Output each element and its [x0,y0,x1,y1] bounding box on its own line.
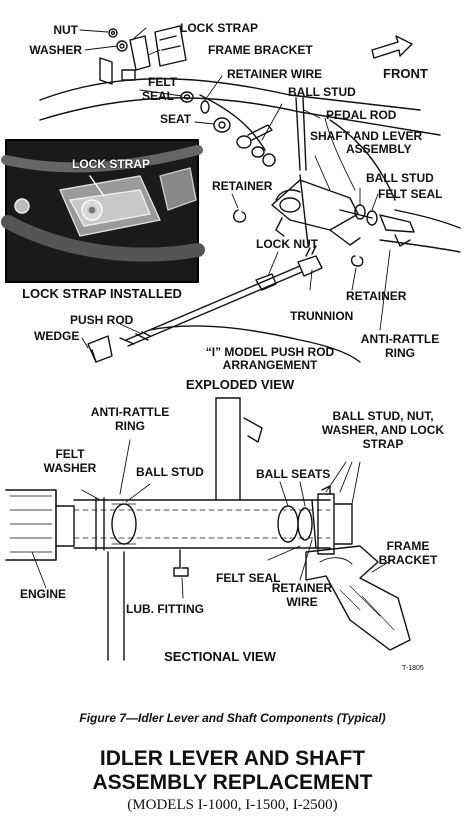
label-anti-rattle-ring-sec-2: RING [115,419,145,433]
label-shaft-lever-2: ASSEMBLY [346,142,412,156]
label-lub-fitting: LUB. FITTING [126,602,204,616]
leader-lines-sectional [31,439,393,599]
label-sectional-view: SECTIONAL VIEW [164,649,276,664]
label-felt-seal-right: FELT SEAL [378,187,443,201]
label-ball-stud-nut-3: STRAP [362,437,404,451]
label-i-model-2: ARRANGEMENT [222,358,318,372]
wedge-part [87,335,113,363]
retainer-left [233,209,247,223]
label-anti-rattle-ring-top-1: ANTI-RATTLE [360,332,440,346]
felt-seal-part [180,91,210,114]
leader-lines-exploded [79,27,391,349]
sectional-view-drawing [5,397,411,661]
label-frame-bracket: FRAME BRACKET [208,43,313,57]
label-i-model-1: “I” MODEL PUSH ROD [205,345,335,359]
label-engine: ENGINE [20,587,67,601]
label-ball-stud-nut-2: WASHER, AND LOCK [321,423,445,437]
label-felt-seal-top-2: SEAL [142,89,175,103]
label-exploded-view: EXPLODED VIEW [185,377,295,392]
page-subtitle: (MODELS I-1000, I-1500, I-2500) [127,797,338,813]
seat-parts [213,117,276,167]
label-ball-stud-nut-1: BALL STUD, NUT, [332,409,434,423]
label-trunnion: TRUNNION [290,309,354,323]
label-frame-bracket-sec-2: BRACKET [378,553,438,567]
label-ball-stud-right: BALL STUD [366,171,434,185]
label-ball-stud-sec: BALL STUD [136,465,204,479]
label-ref-code: T-1805 [402,665,424,672]
label-seat: SEAT [160,112,192,126]
label-retainer-left: RETAINER [212,179,273,193]
label-ball-stud-top: BALL STUD [288,85,356,99]
label-front: FRONT [383,66,428,81]
frame-bracket-part [99,25,187,85]
trunnion-part [255,245,364,291]
label-inset-lock-strap: LOCK STRAP [72,157,150,171]
frame-outline [39,78,461,253]
label-retainer-wire: RETAINER WIRE [227,67,323,81]
label-felt-washer-1: FELT [55,447,85,461]
label-push-rod: PUSH ROD [70,313,134,327]
label-felt-washer-2: WASHER [43,461,97,475]
label-lock-strap-installed: LOCK STRAP INSTALLED [22,286,182,301]
label-wedge: WEDGE [34,329,80,343]
label-lock-strap: LOCK STRAP [180,21,258,35]
label-retainer-wire-sec-1: RETAINER [271,581,333,595]
label-nut: NUT [53,23,78,37]
label-ball-seats: BALL SEATS [256,467,331,481]
label-washer: WASHER [29,43,82,57]
label-anti-rattle-ring-top-2: RING [385,346,415,360]
lock-strap-inset [1,139,205,283]
i-model-bracket [149,325,361,363]
ball-stud-right [354,204,415,247]
push-rod-part [119,265,303,347]
label-retainer-lower: RETAINER [346,289,407,303]
pedal-rod-part [295,97,309,246]
label-felt-seal-top-1: FELT [148,75,178,89]
figure-caption: Figure 7—Idler Lever and Shaft Component… [79,711,386,725]
front-arrow-icon [371,35,413,59]
label-shaft-lever-1: SHAFT AND LEVER [310,129,423,143]
label-frame-bracket-sec-1: FRAME [386,539,430,553]
page-title-line1: IDLER LEVER AND SHAFT [99,747,366,770]
label-retainer-wire-sec-2: WIRE [286,595,318,609]
shaft-lever-assembly [271,179,373,246]
label-lock-nut: LOCK NUT [256,237,318,251]
page-title-line2: ASSEMBLY REPLACEMENT [92,771,373,794]
label-felt-seal-sec: FELT SEAL [216,571,281,585]
label-pedal-rod: PEDAL ROD [326,108,397,122]
label-anti-rattle-ring-sec-1: ANTI-RATTLE [90,405,170,419]
